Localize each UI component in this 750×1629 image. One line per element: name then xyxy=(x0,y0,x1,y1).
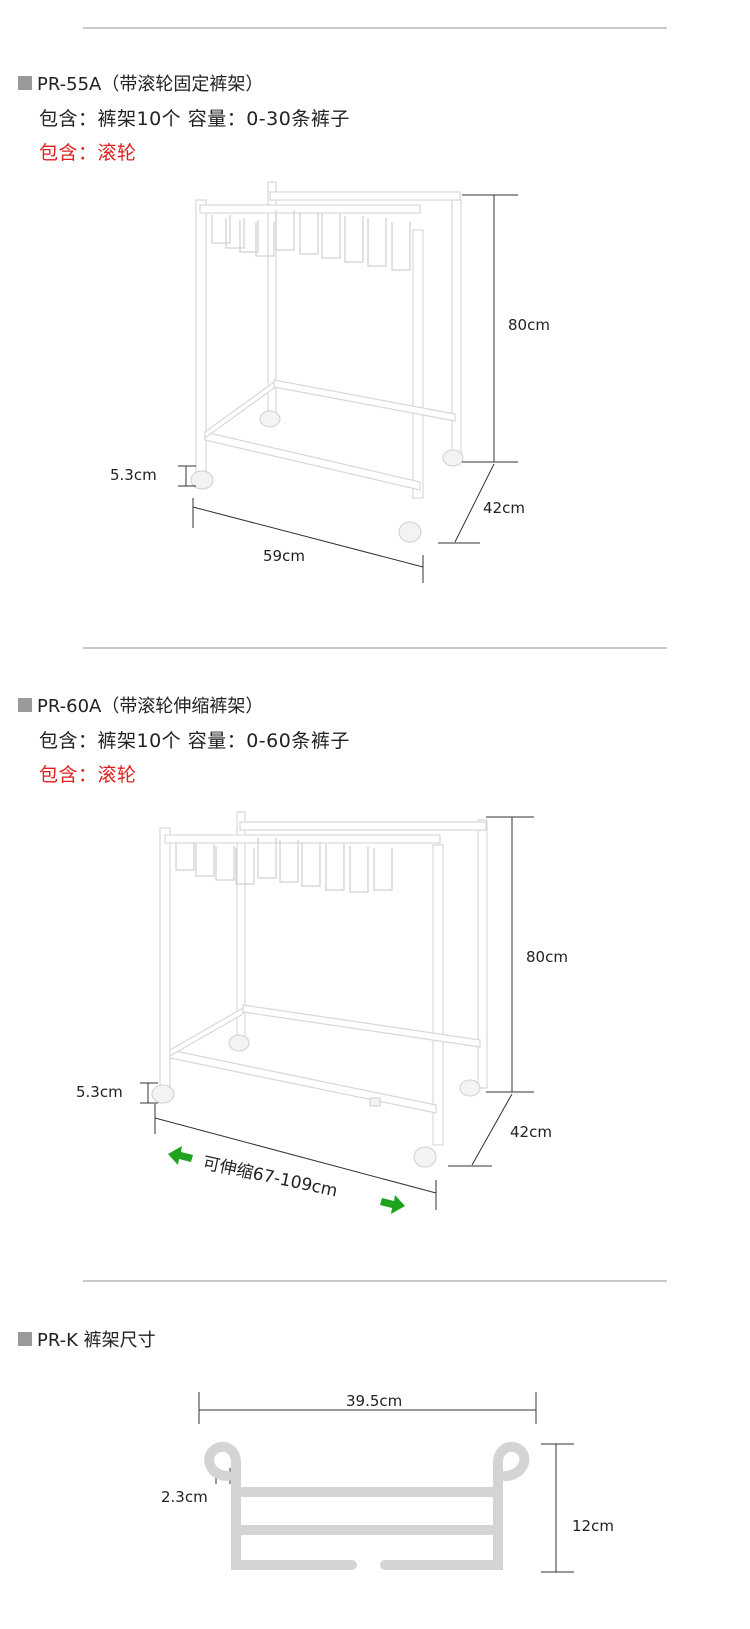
depth-dimension: 42cm xyxy=(483,499,525,517)
width-dimension: 59cm xyxy=(263,547,305,565)
section-title-text: PR-55A（带滚轮固定裤架） xyxy=(37,74,264,95)
arrow-right-icon xyxy=(380,1195,405,1214)
divider-top xyxy=(83,27,667,29)
section-pr55a: PR-55A（带滚轮固定裤架） 包含：裤架10个 容量：0-30条裤子 包含：滚… xyxy=(18,70,350,164)
section-title-text: PR-K 裤架尺寸 xyxy=(37,1330,156,1351)
height-dimension: 12cm xyxy=(572,1517,614,1535)
wheel-line: 包含：滚轮 xyxy=(39,764,137,786)
section-title: PR-60A（带滚轮伸缩裤架） xyxy=(18,692,350,718)
depth-dimension: 42cm xyxy=(510,1123,552,1141)
divider-middle xyxy=(83,647,667,649)
section-prk: PR-K 裤架尺寸 xyxy=(18,1326,156,1352)
section-title-text: PR-60A（带滚轮伸缩裤架） xyxy=(37,696,264,717)
hanger-figure: 39.5cm 2.3cm 12cm xyxy=(161,1392,614,1573)
arrow-left-icon xyxy=(168,1146,193,1165)
hook-dimension: 2.3cm xyxy=(161,1488,208,1506)
contains-line: 包含：裤架10个 容量：0-60条裤子 xyxy=(39,730,350,752)
product-figure-pr60a: 80cm 42cm 可伸缩67-109cm 5.3cm xyxy=(76,811,568,1214)
width-dimension: 39.5cm xyxy=(346,1392,402,1410)
bullet-square-icon xyxy=(18,76,32,90)
contains-line: 包含：裤架10个 容量：0-30条裤子 xyxy=(39,108,350,130)
wheel-dimension: 5.3cm xyxy=(76,1083,123,1101)
product-figure-pr55a: 80cm 42cm 59cm 5.3cm xyxy=(110,181,550,583)
height-dimension: 80cm xyxy=(526,948,568,966)
height-dimension: 80cm xyxy=(508,316,550,334)
bullet-square-icon xyxy=(18,698,32,712)
bullet-square-icon xyxy=(18,1332,32,1346)
width-dimension: 可伸缩67-109cm xyxy=(201,1153,339,1201)
section-title: PR-K 裤架尺寸 xyxy=(18,1326,156,1352)
section-title: PR-55A（带滚轮固定裤架） xyxy=(18,70,350,96)
divider-bottom xyxy=(83,1280,667,1282)
section-pr60a: PR-60A（带滚轮伸缩裤架） 包含：裤架10个 容量：0-60条裤子 包含：滚… xyxy=(18,692,350,786)
wheel-dimension: 5.3cm xyxy=(110,466,157,484)
wheel-line: 包含：滚轮 xyxy=(39,142,137,164)
